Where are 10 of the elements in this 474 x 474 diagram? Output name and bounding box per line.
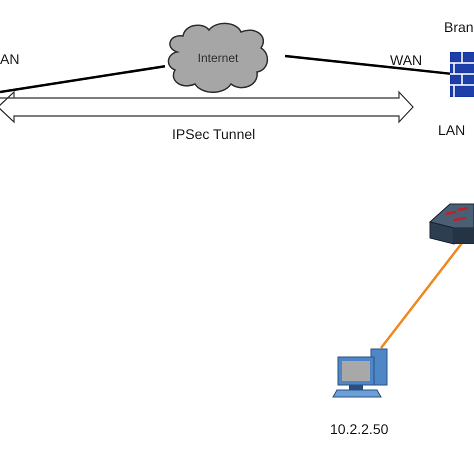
- connection-line: [380, 242, 463, 349]
- node-label: Internet: [198, 51, 238, 65]
- device-label: Bran: [444, 19, 474, 35]
- text-label: WAN: [390, 52, 422, 68]
- connection-line: [284, 54, 450, 75]
- connection-line: [0, 65, 166, 94]
- text-label: AN: [0, 51, 20, 67]
- device-label: 10.2.2.50: [330, 421, 388, 437]
- text-label: IPSec Tunnel: [172, 126, 256, 142]
- text-label: LAN: [438, 122, 466, 138]
